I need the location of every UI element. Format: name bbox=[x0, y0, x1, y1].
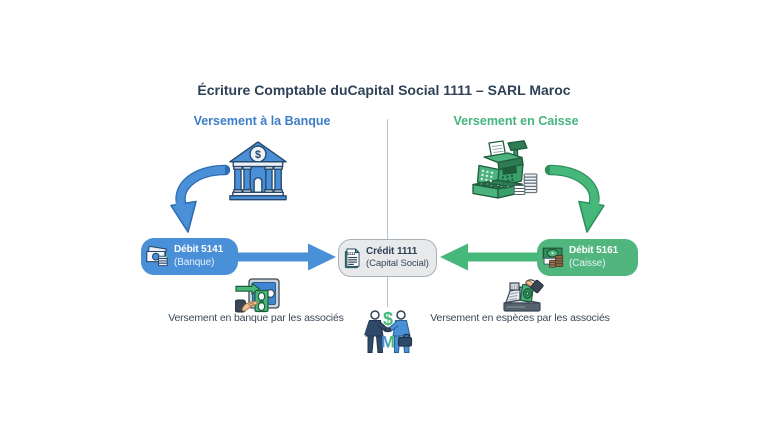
logo-dollar-sign: $ bbox=[383, 309, 393, 329]
bank-icon: $ bbox=[229, 141, 287, 201]
vertical-divider bbox=[386, 119, 389, 307]
debit-5161-box: Débit 5161 (Caisse) bbox=[537, 239, 638, 276]
bank-deposit-icon bbox=[235, 278, 280, 313]
cash-money-icon bbox=[542, 247, 564, 268]
page-title: Écriture Comptable duCapital Social 1111… bbox=[197, 82, 571, 98]
debit-5161-title: Débit 5161 bbox=[569, 245, 619, 256]
curved-arrow-green bbox=[544, 164, 605, 233]
cash-deposit-icon bbox=[503, 279, 544, 312]
heading-versement-banque: Versement à la Banque bbox=[193, 114, 331, 128]
curved-arrow-blue bbox=[170, 164, 231, 233]
debit-5141-subtitle: (Banque) bbox=[174, 256, 215, 268]
handshake-logo: $ M bbox=[364, 309, 413, 353]
caption-versement-banque: Versement en banque par les associés bbox=[168, 312, 344, 324]
debit-5161-subtitle: (Caisse) bbox=[569, 257, 606, 269]
debit-5141-title: Débit 5141 bbox=[174, 244, 224, 255]
arrow-debit5161-to-credit bbox=[440, 243, 540, 271]
logo-letter-m: M bbox=[381, 334, 395, 352]
caption-versement-especes: Versement en espèces par les associés bbox=[430, 312, 610, 324]
bank-dollar-sign: $ bbox=[255, 149, 261, 161]
cash-register-icon bbox=[472, 140, 538, 199]
arrow-debit5141-to-credit bbox=[236, 243, 336, 271]
debit-5141-box: Débit 5141 (Banque) bbox=[141, 238, 238, 275]
document-1111-label: 1111 bbox=[347, 251, 356, 256]
credit-1111-title: Crédit 1111 bbox=[366, 245, 418, 257]
money-banknotes-icon bbox=[146, 245, 169, 266]
credit-1111-box: 1111 Crédit 1111 (Capital Social) bbox=[338, 239, 437, 277]
heading-versement-caisse: Versement en Caisse bbox=[453, 114, 579, 128]
document-icon: 1111 bbox=[344, 248, 360, 268]
credit-1111-subtitle: (Capital Social) bbox=[366, 258, 429, 270]
